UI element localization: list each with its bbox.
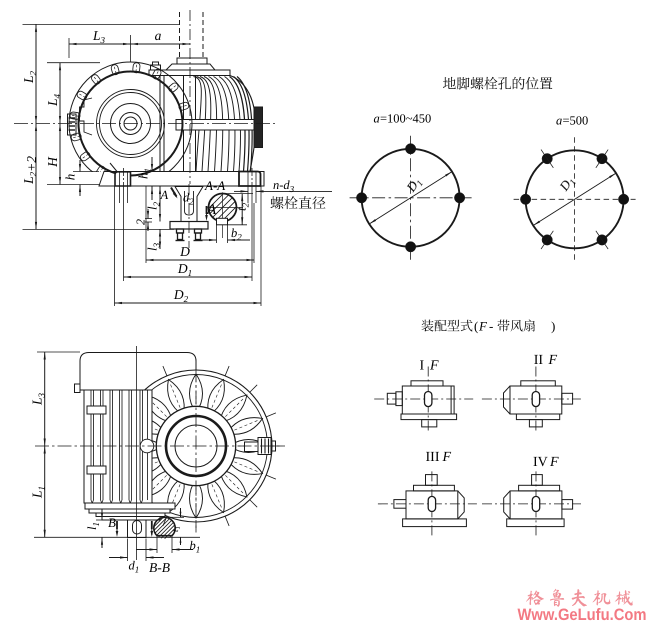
svg-text:F: F (429, 359, 439, 374)
svg-text:d2: d2 (183, 191, 194, 207)
svg-text:n-d3: n-d3 (273, 178, 295, 194)
svg-text:F: F (442, 450, 452, 465)
svg-text:a: a (155, 28, 162, 43)
svg-text:h: h (63, 174, 78, 181)
svg-text:a: a (374, 112, 380, 126)
svg-text:l1: l1 (85, 522, 101, 530)
svg-text:II: II (534, 353, 544, 368)
svg-text:III: III (426, 450, 440, 465)
svg-text:l3: l3 (145, 242, 162, 251)
svg-text:2: 2 (134, 219, 148, 225)
svg-text:I: I (420, 359, 425, 374)
svg-text:F: F (478, 319, 488, 334)
svg-text:IV: IV (533, 455, 548, 470)
svg-text:b2: b2 (231, 226, 242, 242)
svg-text:A: A (160, 188, 169, 202)
svg-text:A-A: A-A (204, 178, 225, 193)
svg-text:A: A (206, 202, 217, 218)
svg-text:B-B: B-B (149, 560, 170, 575)
svg-text:H: H (45, 156, 60, 168)
svg-text:h1: h1 (136, 168, 153, 179)
svg-text:l2: l2 (145, 201, 162, 210)
svg-text:Www.GeLufu.Com: Www.GeLufu.Com (518, 606, 647, 624)
svg-text:t2: t2 (234, 202, 251, 211)
svg-text:=500: =500 (563, 114, 589, 128)
svg-text:d1: d1 (129, 559, 140, 575)
svg-text:D: D (179, 244, 190, 259)
svg-text:L2+2: L2+2 (21, 156, 39, 185)
svg-text:-: - (489, 319, 493, 334)
svg-text:t1: t1 (170, 526, 182, 532)
svg-text:F: F (548, 353, 558, 368)
svg-text:B: B (108, 515, 116, 530)
svg-text:(: ( (474, 319, 478, 334)
svg-text:b1: b1 (190, 539, 201, 555)
svg-text:): ) (551, 319, 555, 334)
svg-text:a: a (556, 114, 562, 128)
svg-text:F: F (549, 455, 559, 470)
svg-text:=100~450: =100~450 (380, 112, 431, 126)
